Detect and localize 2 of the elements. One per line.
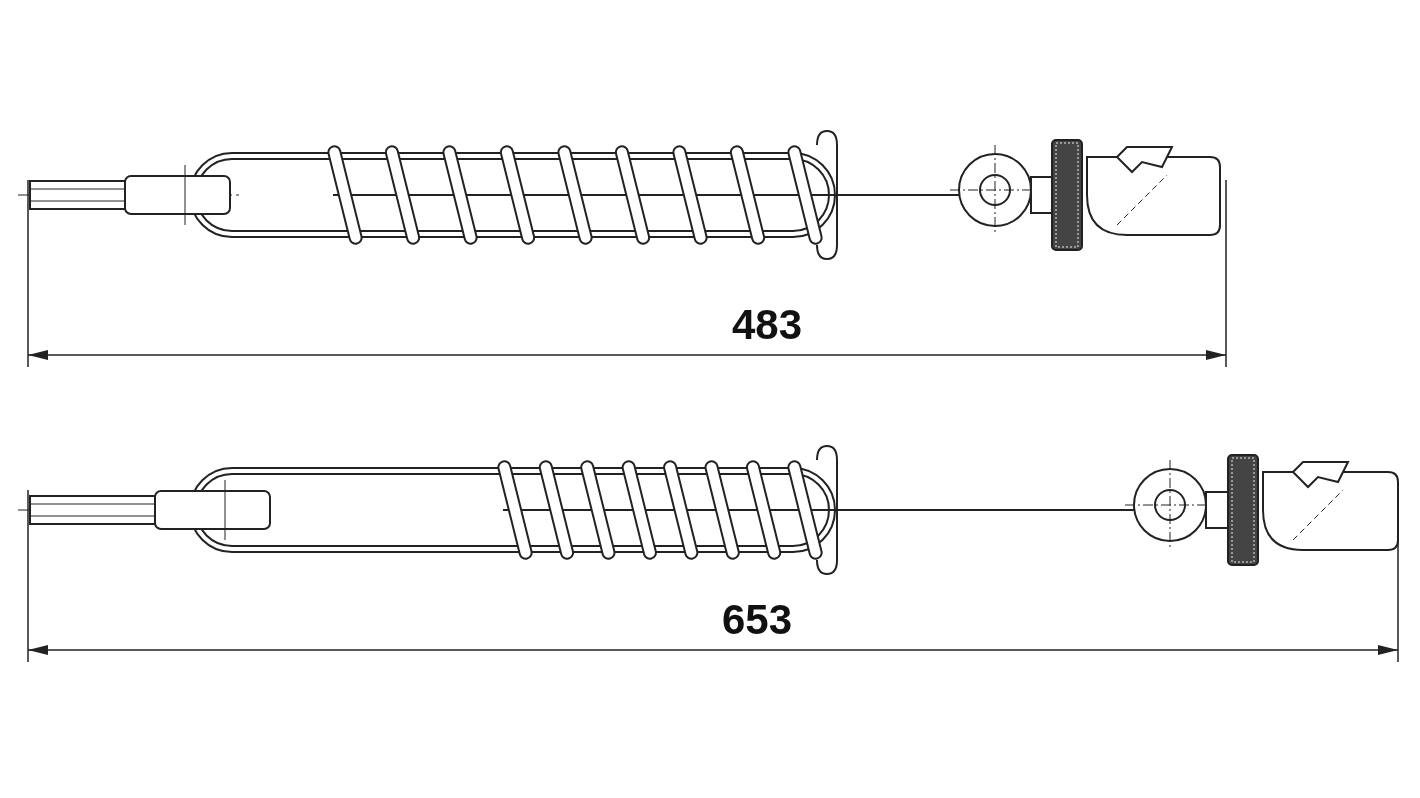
dimension-label: 483 — [731, 304, 803, 346]
dimension-label: 653 — [721, 599, 793, 641]
